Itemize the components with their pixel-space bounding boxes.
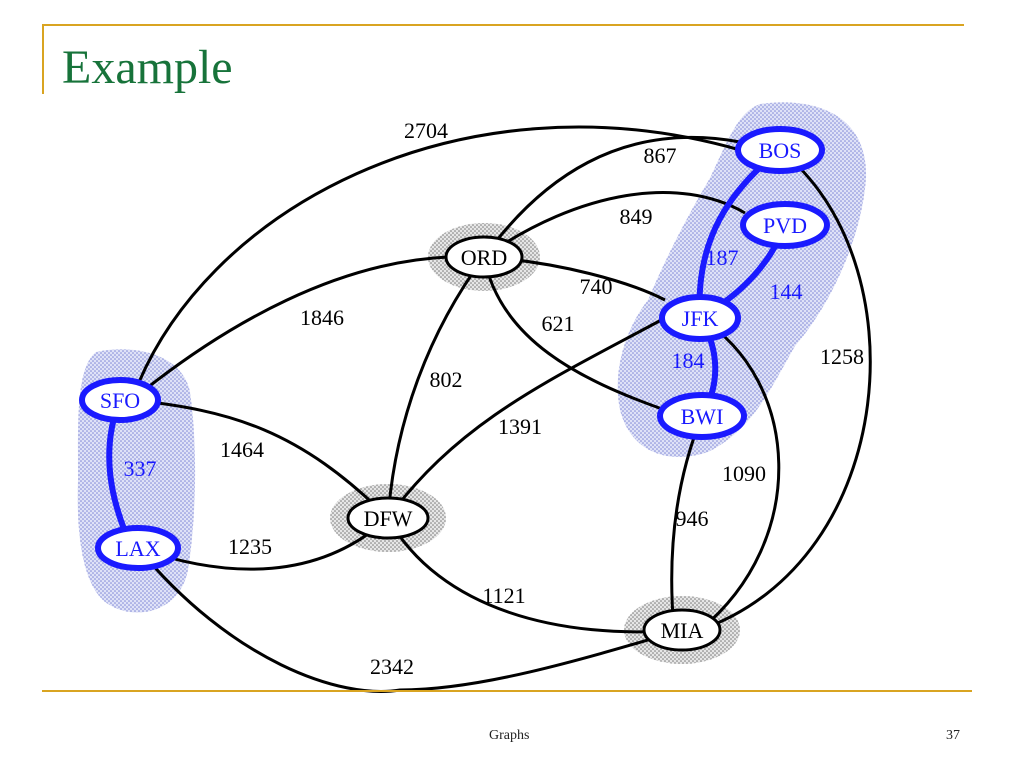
edge-weight-ord-bwi: 621 <box>542 311 575 336</box>
edge-ord-bos <box>482 136 741 258</box>
node-label: PVD <box>763 213 807 238</box>
node-ord: ORD <box>444 235 524 279</box>
edge-weight-jfk-bwi: 184 <box>672 348 705 373</box>
edge-sfo-bos <box>130 125 741 401</box>
edge-weight-bwi-mia: 946 <box>676 506 709 531</box>
edge-weight-sfo-ord: 1846 <box>300 305 344 330</box>
edge-dfw-jfk <box>386 316 666 519</box>
nodes: BOS PVD JFK BWI SFO LAX <box>79 126 830 652</box>
bottom-accent-rule <box>42 690 972 692</box>
node-label: LAX <box>115 536 160 561</box>
edge-dfw-mia <box>386 517 683 634</box>
node-jfk: JFK <box>659 294 741 342</box>
node-dfw: DFW <box>346 496 430 540</box>
edge-weight-ord-dfw: 802 <box>430 367 463 392</box>
edge-weight-bos-jfk: 187 <box>706 245 739 270</box>
node-ellipse <box>95 525 181 571</box>
node-ellipse <box>740 201 830 249</box>
edge-weight-sfo-dfw: 1464 <box>220 437 264 462</box>
node-label: MIA <box>661 618 704 643</box>
node-ellipse <box>346 496 430 540</box>
edge-weight-dfw-jfk: 1391 <box>498 414 542 439</box>
node-ellipse <box>659 294 741 342</box>
edge-ord-pvd <box>483 191 746 259</box>
edge-weight-dfw-mia: 1121 <box>482 583 525 608</box>
node-label: SFO <box>100 388 140 413</box>
node-ellipse <box>642 608 722 652</box>
edge-sfo-ord <box>131 255 449 402</box>
edge-weight-bos-mia: 1258 <box>820 344 864 369</box>
edge-weight-lax-dfw: 1235 <box>228 534 272 559</box>
node-label: JFK <box>682 306 719 331</box>
node-lax: LAX <box>95 525 181 571</box>
edge-weight-sfo-bos: 2704 <box>404 118 448 143</box>
edge-weight-pvd-jfk: 144 <box>770 279 803 304</box>
edge-ord-dfw <box>386 256 486 519</box>
node-ellipse <box>657 392 747 440</box>
edge-weight-ord-bos: 867 <box>644 143 677 168</box>
edge-weight-lax-mia: 2342 <box>370 654 414 679</box>
edge-weight-ord-pvd: 849 <box>620 204 653 229</box>
edge-bos-mia <box>699 148 872 632</box>
node-label: ORD <box>461 245 507 270</box>
edge-sfo-dfw <box>131 398 390 520</box>
edge-weight-ord-jfk: 740 <box>580 274 613 299</box>
node-sfo: SFO <box>79 377 161 423</box>
node-ellipse <box>444 235 524 279</box>
top-accent-rule <box>42 24 964 26</box>
edge-ord-bwi <box>482 256 666 412</box>
edge-jfk-mia <box>699 316 781 632</box>
node-pvd: PVD <box>740 201 830 249</box>
node-ellipse <box>79 377 161 423</box>
edge-weight-jfk-mia: 1090 <box>722 461 766 486</box>
node-label: BOS <box>759 138 802 163</box>
east-cluster-region <box>617 102 867 457</box>
page-number: 37 <box>946 728 960 743</box>
node-bwi: BWI <box>657 392 747 440</box>
left-accent-rule <box>42 24 44 94</box>
node-bos: BOS <box>735 126 825 174</box>
node-label: DFW <box>364 506 413 531</box>
node-label: BWI <box>681 404 724 429</box>
edge-weight-sfo-lax: 337 <box>124 456 157 481</box>
node-ellipse <box>735 126 825 174</box>
edge-weights: 2704 867 849 740 621 1846 802 1391 1464 … <box>124 118 865 679</box>
node-mia: MIA <box>642 608 722 652</box>
footer-title: Graphs <box>489 728 530 743</box>
slide-title: Example <box>62 41 233 94</box>
